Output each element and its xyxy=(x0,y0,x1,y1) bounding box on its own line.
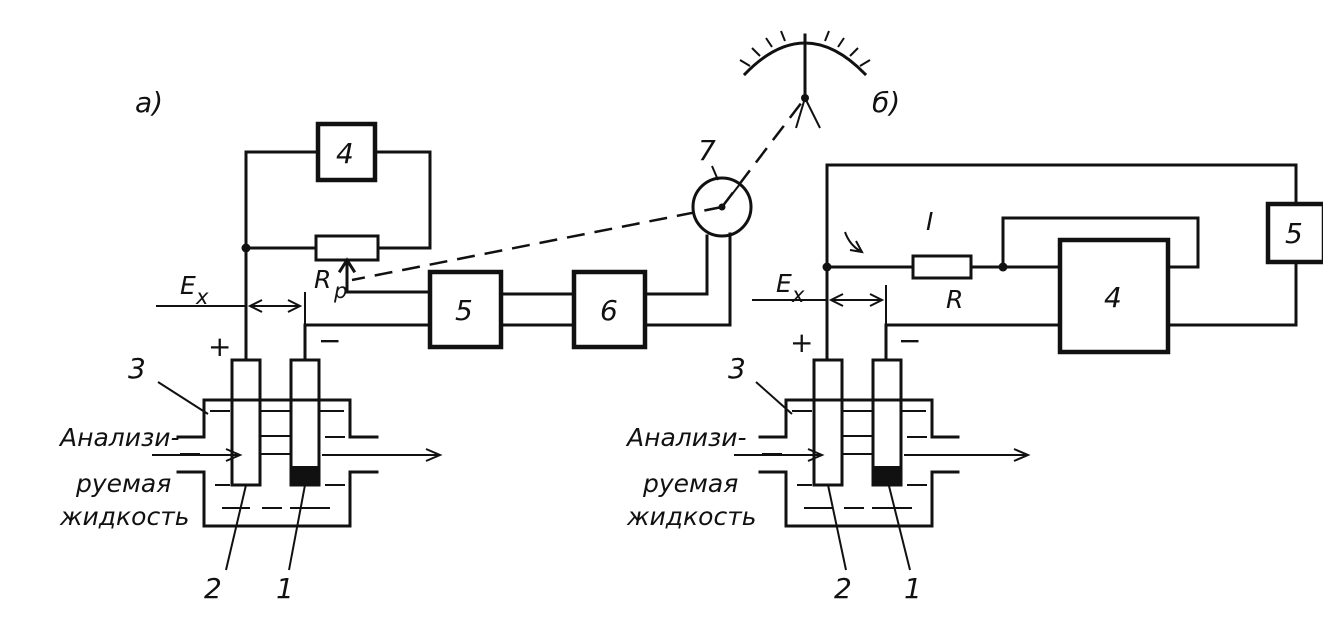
svg-text:R: R xyxy=(946,285,963,314)
svg-text:руемая: руемая xyxy=(642,469,738,498)
svg-text:+: + xyxy=(790,326,813,359)
svg-text:x: x xyxy=(195,285,209,309)
svg-text:4: 4 xyxy=(1104,281,1122,314)
svg-text:+: + xyxy=(208,330,231,363)
block-5-b xyxy=(1265,201,1323,265)
svg-text:3: 3 xyxy=(128,352,146,385)
svg-text:x: x xyxy=(791,283,805,307)
electrode-2-b xyxy=(812,358,844,487)
svg-text:1: 1 xyxy=(904,572,922,605)
svg-text:Анализи-: Анализи- xyxy=(58,423,180,452)
svg-text:−: − xyxy=(898,324,921,357)
svg-text:1: 1 xyxy=(276,572,294,605)
svg-text:жидкость: жидкость xyxy=(59,502,190,531)
panel-b-label: б) xyxy=(872,86,900,119)
svg-text:4: 4 xyxy=(336,137,354,170)
block-5 xyxy=(427,269,504,350)
svg-text:p: p xyxy=(333,279,347,303)
block-4 xyxy=(315,121,378,183)
svg-text:R: R xyxy=(314,265,331,294)
svg-text:5: 5 xyxy=(1285,217,1303,250)
svg-text:5: 5 xyxy=(455,294,473,327)
panel-b: б) 5 I R 4 E x + − xyxy=(625,86,1323,605)
svg-text:руемая: руемая xyxy=(75,469,171,498)
block-6 xyxy=(571,269,648,350)
svg-text:жидкость: жидкость xyxy=(626,502,757,531)
svg-text:E: E xyxy=(180,271,196,300)
svg-text:−: − xyxy=(318,324,341,357)
svg-text:I: I xyxy=(926,207,933,236)
electrode-2 xyxy=(230,358,262,487)
block-4-b xyxy=(1057,237,1171,355)
panel-a: а) 4 R p E x + − 5 6 xyxy=(58,86,753,605)
svg-text:E: E xyxy=(776,269,792,298)
resistor-r xyxy=(911,254,973,280)
svg-text:2: 2 xyxy=(204,572,222,605)
svg-text:6: 6 xyxy=(600,294,618,327)
meter-7 xyxy=(691,176,753,238)
dial-scale xyxy=(739,30,871,129)
mechanical-link xyxy=(721,97,806,208)
rheostat-rp xyxy=(314,234,380,262)
svg-text:Анализи-: Анализи- xyxy=(625,423,747,452)
svg-text:3: 3 xyxy=(728,352,746,385)
mechanical-link-rheostat xyxy=(351,205,723,282)
svg-text:7: 7 xyxy=(698,134,716,167)
svg-text:2: 2 xyxy=(834,572,852,605)
panel-a-label: а) xyxy=(135,86,163,119)
